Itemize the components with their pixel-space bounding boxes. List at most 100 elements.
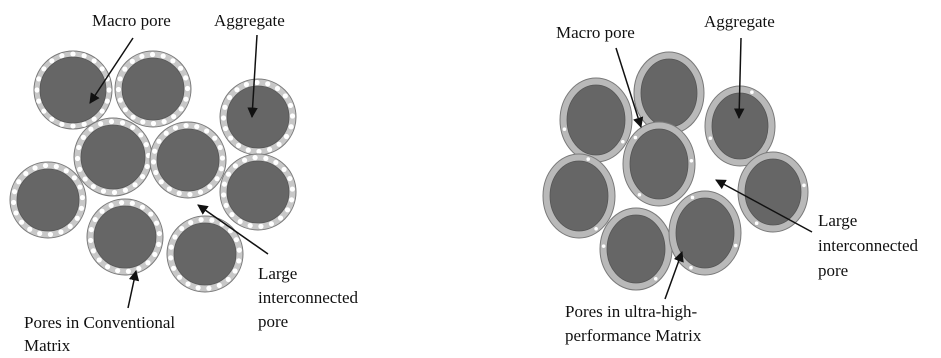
- matrix-pore: [653, 276, 658, 281]
- aggregate-particle: [542, 153, 616, 239]
- label-macro-pore-right: Macro pore: [556, 23, 635, 42]
- matrix-pore: [152, 251, 158, 258]
- matrix-pore: [689, 159, 694, 163]
- aggregate-particle: [622, 121, 696, 207]
- label-matrix-left-1: Pores in Conventional: [24, 313, 175, 332]
- matrix-pore: [562, 127, 567, 132]
- aggregate-particle: [633, 51, 705, 135]
- matrix-pore: [11, 189, 18, 195]
- matrix-pore: [88, 237, 94, 244]
- arrow-aggregate-left: [247, 34, 258, 119]
- matrix-pore: [59, 53, 65, 59]
- aggregate-core: [629, 128, 689, 200]
- aggregate-core: [226, 160, 290, 224]
- matrix-pore: [236, 258, 242, 264]
- label-large-right-2: interconnected: [818, 236, 919, 255]
- matrix-pore: [689, 265, 693, 270]
- matrix-pore: [129, 58, 135, 64]
- matrix-pore: [228, 135, 234, 141]
- matrix-pore: [152, 148, 158, 154]
- matrix-pore: [10, 199, 17, 206]
- uhp-matrix-diagram: Macro pore Aggregate Large interconnecte…: [542, 12, 919, 345]
- matrix-pore: [229, 211, 235, 218]
- label-aggregate-left: Aggregate: [214, 11, 285, 30]
- matrix-pore: [172, 234, 178, 240]
- aggregate-particle: [73, 117, 153, 197]
- aggregate-core: [640, 58, 698, 128]
- matrix-pore: [221, 192, 227, 198]
- matrix-pore: [266, 146, 273, 153]
- matrix-pore: [63, 168, 69, 174]
- matrix-pore: [750, 90, 754, 95]
- matrix-pore: [284, 207, 291, 213]
- matrix-pore: [187, 191, 193, 198]
- aggregate-core: [226, 85, 290, 149]
- aggregate-particle: [668, 190, 742, 276]
- matrix-pore: [733, 243, 738, 248]
- aggregate-core: [606, 214, 666, 284]
- aggregate-core: [173, 222, 237, 286]
- matrix-pore: [245, 147, 251, 153]
- matrix-pore: [621, 139, 625, 144]
- matrix-pore: [153, 220, 160, 226]
- aggregate-particle: [9, 161, 87, 239]
- matrix-pore: [170, 58, 176, 64]
- label-large-right-1: Large: [818, 211, 857, 230]
- matrix-pore: [204, 128, 210, 134]
- matrix-pore: [99, 108, 105, 114]
- matrix-pore: [252, 155, 258, 161]
- matrix-pore: [637, 192, 642, 197]
- matrix-pore: [32, 165, 38, 171]
- label-large-left-2: interconnected: [258, 288, 359, 307]
- matrix-pore: [166, 186, 172, 192]
- matrix-pore: [268, 221, 275, 227]
- matrix-pore: [288, 124, 294, 130]
- matrix-pore: [235, 142, 242, 149]
- matrix-pore: [232, 268, 238, 274]
- matrix-pore: [149, 51, 156, 58]
- aggregate-core: [93, 205, 157, 269]
- aggregate-core: [156, 128, 220, 192]
- label-matrix-left-2: Matrix: [24, 336, 71, 353]
- matrix-pore: [281, 166, 287, 173]
- label-matrix-right-1: Pores in ultra-high-: [565, 302, 698, 321]
- matrix-pore: [108, 202, 114, 209]
- matrix-pore: [274, 85, 281, 92]
- matrix-pore: [16, 179, 22, 185]
- matrix-pore: [99, 66, 105, 72]
- matrix-pore: [222, 104, 228, 110]
- matrix-pore: [258, 223, 264, 229]
- matrix-pore: [237, 218, 243, 225]
- matrix-pore: [138, 132, 144, 138]
- matrix-pore: [27, 226, 33, 232]
- matrix-pore: [80, 134, 87, 140]
- matrix-pore: [586, 157, 591, 161]
- matrix-pore: [36, 76, 42, 82]
- matrix-pore: [119, 120, 126, 126]
- matrix-pore: [178, 106, 184, 112]
- matrix-pore: [188, 220, 194, 226]
- matrix-pore: [171, 265, 177, 271]
- aggregate-particle: [559, 77, 633, 163]
- matrix-pore: [18, 219, 25, 225]
- aggregate-core: [80, 124, 146, 190]
- matrix-pore: [219, 155, 226, 161]
- arrow-large-pore-left: [197, 204, 269, 255]
- matrix-pore: [265, 81, 271, 87]
- matrix-pore: [37, 230, 43, 237]
- matrix-pore: [185, 281, 191, 287]
- matrix-pore: [179, 225, 185, 232]
- matrix-pore: [172, 125, 179, 131]
- matrix-pore: [241, 157, 248, 163]
- matrix-pore: [130, 114, 136, 120]
- arrow-matrix-right: [664, 251, 684, 300]
- matrix-pore: [148, 211, 154, 217]
- aggregate-core: [39, 56, 107, 124]
- matrix-pore: [104, 264, 111, 270]
- matrix-pore: [232, 163, 239, 169]
- matrix-pore: [125, 268, 132, 274]
- matrix-pore: [225, 171, 232, 177]
- matrix-pore: [214, 176, 220, 182]
- matrix-pore: [206, 285, 212, 291]
- matrix-pore: [53, 163, 59, 170]
